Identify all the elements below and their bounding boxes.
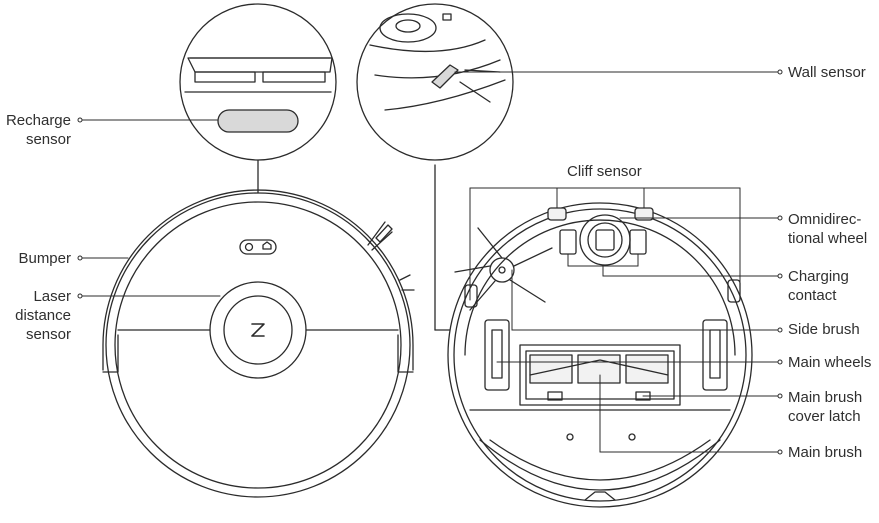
- leader-dots: [77, 69, 783, 455]
- label-line: Main wheels: [788, 354, 872, 371]
- button-panel: [239, 239, 277, 255]
- label-line: contact: [788, 287, 837, 304]
- label-line: distance: [15, 307, 71, 324]
- label-line: Main brush: [788, 444, 863, 461]
- label-side-brush: Side brush: [788, 320, 860, 339]
- label-bumper: Bumper: [18, 249, 71, 268]
- z-logo-icon: [251, 323, 265, 337]
- label-line: Charging: [788, 268, 849, 285]
- label-recharge-sensor: Recharge sensor: [6, 111, 71, 149]
- power-icon: [244, 242, 254, 252]
- label-laser-distance-sensor: Laser distance sensor: [15, 287, 71, 344]
- label-line: Main brush: [788, 389, 863, 406]
- label-line: Bumper: [18, 250, 71, 267]
- label-line: Cliff sensor: [567, 163, 642, 180]
- label-line: Laser: [33, 288, 71, 305]
- label-main-wheels: Main wheels: [788, 353, 871, 372]
- label-line: tional wheel: [788, 230, 868, 247]
- top-view-robot: [102, 159, 415, 498]
- bottom-view-robot: [447, 202, 753, 508]
- label-main-brush-cover-latch: Main brush cover latch: [788, 388, 862, 426]
- zoom-recharge-sensor: [179, 3, 337, 161]
- label-line: Omnidirec-: [788, 211, 862, 228]
- label-omnidirectional-wheel: Omnidirec- tional wheel: [788, 210, 867, 248]
- label-line: Side brush: [788, 321, 860, 338]
- label-cliff-sensor: Cliff sensor: [567, 162, 642, 181]
- label-line: cover latch: [788, 408, 861, 425]
- wall-sensor-window: [431, 64, 459, 89]
- label-charging-contact: Charging contact: [788, 267, 849, 305]
- label-main-brush: Main brush: [788, 443, 862, 462]
- label-line: sensor: [25, 131, 71, 148]
- leader-lines: [79, 71, 781, 453]
- label-line: sensor: [25, 326, 71, 343]
- label-line: Wall sensor: [788, 64, 866, 81]
- recharge-sensor-window: [217, 109, 299, 133]
- home-icon: [262, 241, 272, 250]
- label-line: Recharge: [5, 112, 71, 129]
- label-wall-sensor: Wall sensor: [788, 63, 866, 82]
